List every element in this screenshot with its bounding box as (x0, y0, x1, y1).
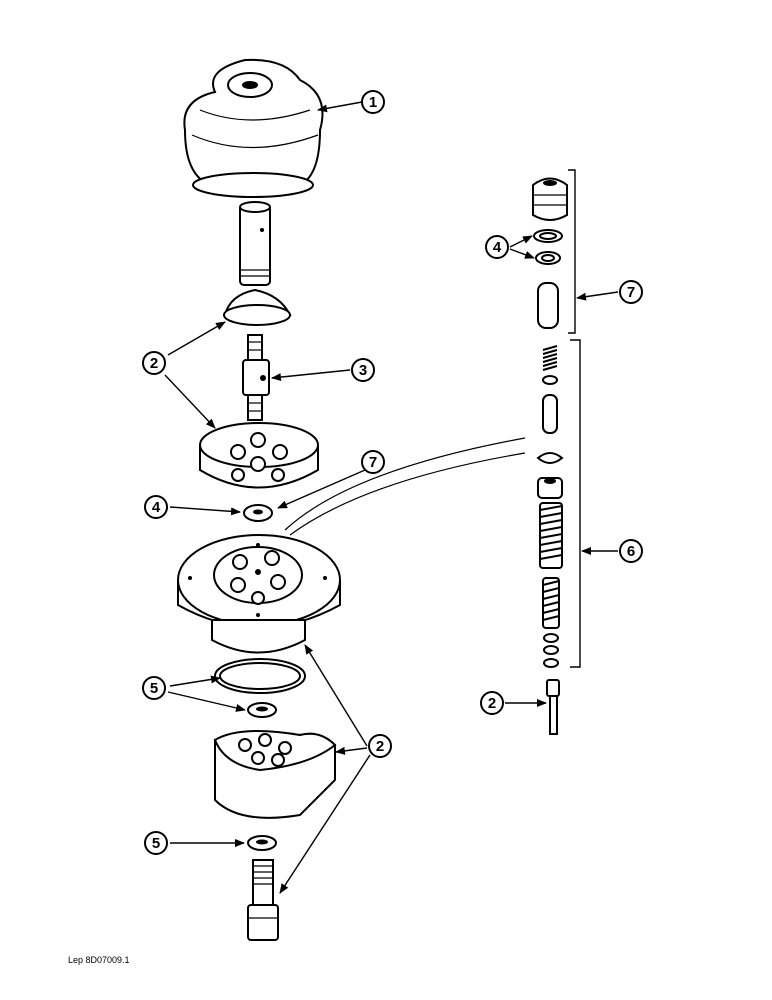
small-washers (543, 633, 559, 668)
svg-text:4: 4 (493, 239, 502, 256)
svg-text:7: 7 (627, 284, 635, 301)
washer-left (243, 504, 273, 522)
spring-small-top (542, 345, 558, 385)
cup-cap (223, 288, 292, 326)
callout-2-right: 2 (368, 734, 392, 758)
svg-text:5: 5 (150, 680, 158, 697)
svg-text:3: 3 (359, 362, 367, 379)
svg-text:4: 4 (152, 499, 161, 516)
svg-text:7: 7 (369, 454, 377, 471)
callout-7-left: 7 (361, 450, 385, 474)
ring-lower-right (535, 251, 561, 265)
callout-4-left: 4 (144, 495, 168, 519)
callout-5-lower: 5 (144, 831, 168, 855)
bracket-6 (570, 339, 581, 668)
svg-text:1: 1 (369, 94, 377, 111)
callout-2-small: 2 (480, 691, 504, 715)
flange-body (177, 534, 341, 654)
control-shaft (239, 201, 271, 286)
callout-7-right: 7 (619, 280, 643, 304)
threaded-plug (247, 859, 279, 941)
svg-text:2: 2 (150, 355, 158, 372)
sleeve (537, 282, 559, 329)
callout-5-upper: 5 (142, 676, 166, 700)
o-ring (214, 658, 306, 694)
lower-block (213, 730, 337, 819)
figure-reference-code: Lep 8D07009.1 (68, 955, 130, 965)
universal-joint (242, 334, 270, 421)
ring-upper-right (533, 229, 563, 243)
bolt-right (546, 679, 560, 735)
callout-1: 1 (361, 90, 385, 114)
callout-6: 6 (619, 539, 643, 563)
callout-4-right: 4 (485, 235, 509, 259)
svg-text:2: 2 (488, 695, 496, 712)
guide-plate (199, 422, 319, 489)
svg-text:2: 2 (376, 738, 384, 755)
spring-seat (537, 477, 563, 499)
main-spring (539, 502, 563, 569)
pin (542, 394, 558, 434)
bracket-7 (568, 169, 576, 334)
clip (536, 452, 564, 464)
callout-2-top: 2 (142, 351, 166, 375)
seal-lower (247, 835, 277, 851)
inner-spring (542, 577, 560, 629)
cartridge-top (532, 177, 568, 221)
svg-text:5: 5 (152, 835, 160, 852)
assembly-path (284, 437, 526, 536)
rubber-boot (183, 58, 324, 198)
seal-upper (247, 702, 277, 718)
callout-3: 3 (351, 358, 375, 382)
svg-text:6: 6 (627, 543, 635, 560)
